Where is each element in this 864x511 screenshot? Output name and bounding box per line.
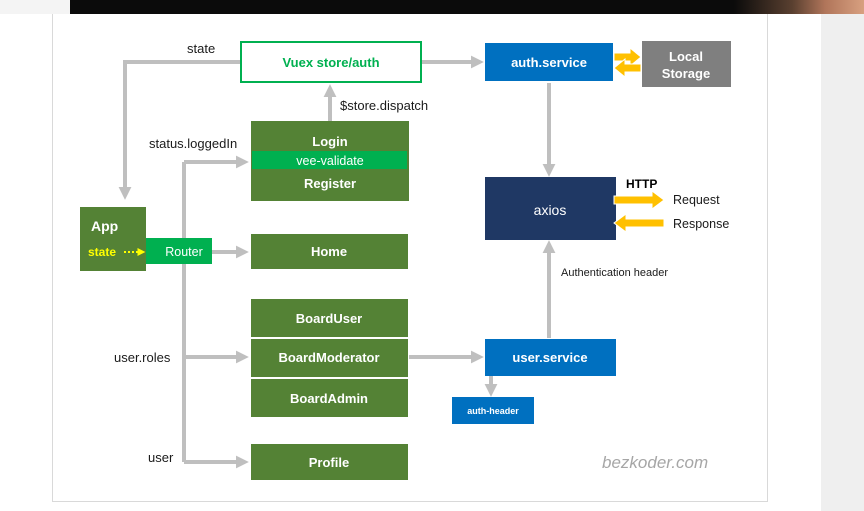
edge-label-request: Request (673, 193, 720, 207)
router-box (146, 238, 212, 264)
axios-box (485, 177, 616, 240)
router-label: Router (165, 245, 203, 259)
edge-label-status-loggedin: status.loggedIn (149, 136, 237, 151)
auth-service-box (485, 43, 613, 81)
local-storage-label-2: Storage (662, 66, 710, 81)
board-user-label: BoardUser (296, 311, 362, 326)
board-admin-label: BoardAdmin (290, 391, 368, 406)
home-label: Home (311, 244, 347, 259)
vee-validate-box (252, 151, 407, 169)
top-image-strip (70, 0, 864, 14)
watermark: bezkoder.com (602, 453, 708, 472)
profile-label: Profile (309, 455, 349, 470)
arrow-vuex-to-app (118, 60, 241, 200)
top-photo-fragment (734, 0, 864, 14)
app-box (80, 207, 146, 271)
board-admin-box (251, 379, 408, 417)
app-state-label: state (88, 245, 116, 259)
vee-validate-label: vee-validate (296, 154, 363, 168)
edge-label-store-dispatch: $store.dispatch (340, 98, 428, 113)
auth-header-box (452, 397, 534, 424)
right-side-panel (821, 14, 864, 511)
app-label: App (91, 218, 118, 234)
register-label: Register (304, 176, 356, 191)
home-box (251, 234, 408, 269)
request-arrow (613, 190, 665, 210)
edge-label-response: Response (673, 217, 729, 231)
edge-label-user: user (148, 450, 174, 465)
edge-label-user-roles: user.roles (114, 350, 171, 365)
arrow-to-local-storage (613, 46, 642, 68)
local-storage-box (642, 41, 731, 87)
edge-label-authentication-header: Authentication header (561, 267, 668, 279)
profile-box (251, 444, 408, 480)
board-user-box (251, 299, 408, 337)
arrow-from-local-storage (613, 57, 642, 79)
vuex-store-label: Vuex store/auth (282, 55, 379, 70)
local-storage-label-1: Local (669, 49, 703, 64)
login-label: Login (312, 134, 347, 149)
user-service-box (485, 339, 616, 376)
auth-header-label: auth-header (467, 406, 519, 416)
auth-service-label: auth.service (511, 55, 587, 70)
vuex-store-box (240, 41, 422, 83)
browser-strip-left (0, 0, 70, 14)
edge-label-state: state (187, 41, 215, 56)
user-service-label: user.service (512, 350, 587, 365)
board-moderator-label: BoardModerator (278, 350, 379, 365)
edge-label-http: HTTP (626, 177, 657, 191)
connector-arrows (118, 55, 556, 469)
axios-label: axios (534, 202, 567, 218)
response-arrow (613, 213, 665, 233)
board-moderator-box (251, 339, 408, 377)
